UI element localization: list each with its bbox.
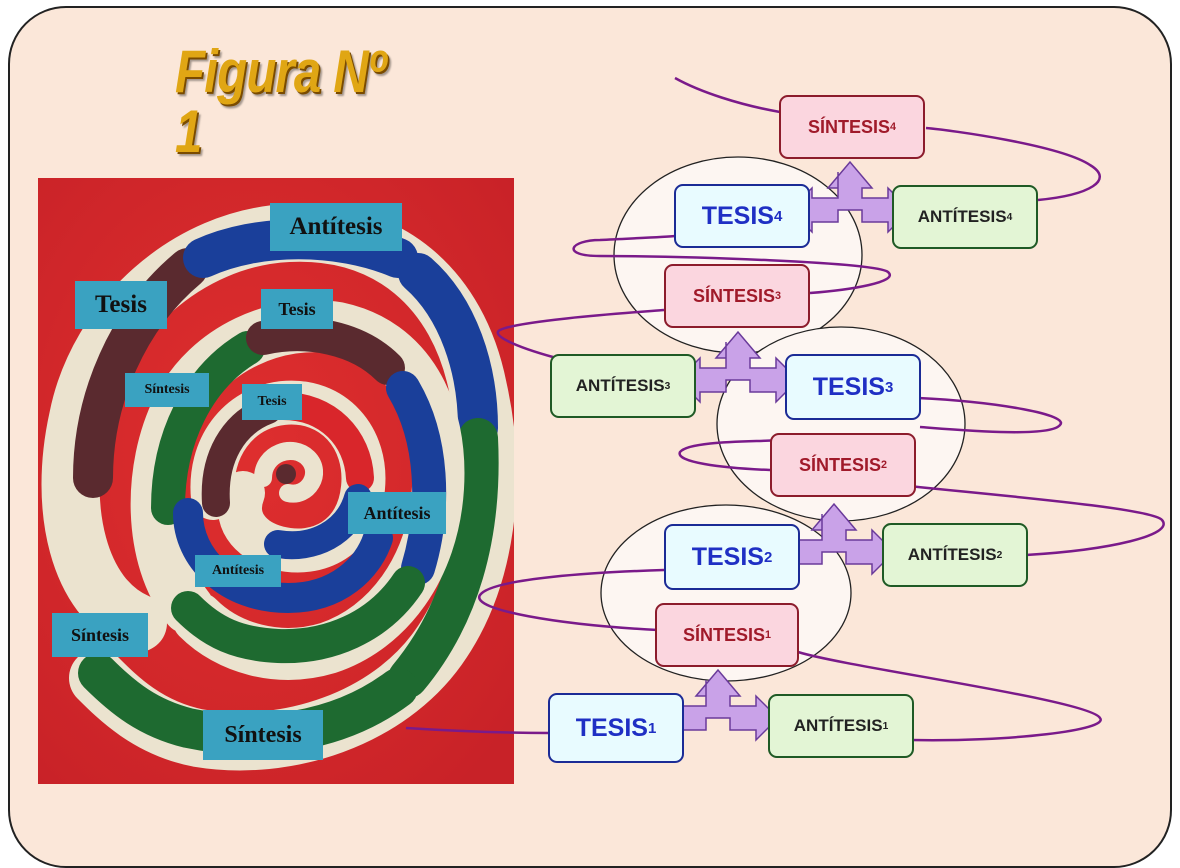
line-sint4-tail	[674, 76, 781, 114]
tesis-2-index: 2	[763, 548, 773, 566]
antitesis-1-index: 1	[882, 720, 889, 732]
tesis-2-label: TESIS	[691, 542, 764, 571]
photo-label-antitesis: Antítesis	[195, 555, 281, 587]
line-start	[405, 726, 553, 735]
tesis-3-index: 3	[884, 378, 894, 396]
sintesis-3-label: SÍNTESIS	[692, 285, 775, 306]
photo-label-antitesis: Antítesis	[348, 492, 446, 534]
photo-label-tesis: Tesis	[75, 281, 167, 329]
line-anti4-sint4	[925, 126, 1101, 202]
antitesis-4-index: 4	[1006, 211, 1013, 223]
photo-label-sintesis: Síntesis	[203, 710, 323, 760]
line-sint2-tesis3	[678, 438, 781, 472]
photo-label-sintesis: Síntesis	[125, 373, 209, 407]
photo-label-tesis: Tesis	[261, 289, 333, 329]
spiral-photo: Antítesis Tesis Tesis Síntesis Tesis Ant…	[38, 178, 514, 784]
spiral-photo-drawing	[38, 178, 514, 784]
figure-title: Figura Nº 1	[175, 38, 386, 165]
line-anti2-sint2	[861, 478, 1165, 557]
tesis-4-label: TESIS	[701, 201, 774, 230]
photo-label-tesis: Tesis	[242, 384, 302, 420]
line-sint1-tesis2	[478, 568, 665, 632]
tesis-3-label: TESIS	[812, 372, 885, 401]
sintesis-1-label: SÍNTESIS	[682, 624, 765, 645]
sintesis-2-label: SÍNTESIS	[798, 454, 881, 475]
line-anti1-sint1	[797, 650, 1102, 742]
antitesis-2-index: 2	[996, 549, 1003, 561]
antitesis-1-label: ANTÍTESIS	[793, 716, 883, 735]
tesis-1-label: TESIS	[575, 713, 648, 742]
sintesis-2-index: 2	[881, 459, 888, 471]
antitesis-3-label: ANTÍTESIS	[575, 376, 665, 395]
sintesis-4-label: SÍNTESIS	[807, 116, 890, 137]
antitesis-3-index: 3	[664, 380, 671, 392]
antitesis-2-label: ANTÍTESIS	[907, 545, 997, 564]
line-sint3-tesis4	[572, 234, 892, 295]
antitesis-4-label: ANTÍTESIS	[917, 207, 1007, 226]
tesis-4-index: 4	[773, 207, 783, 225]
line-tesis3-tail	[917, 396, 1063, 434]
tesis-1-index: 1	[647, 719, 657, 737]
photo-label-sintesis: Síntesis	[52, 613, 148, 657]
sintesis-3-index: 3	[775, 290, 782, 302]
photo-label-antitesis: Antítesis	[270, 203, 402, 251]
sintesis-1-index: 1	[765, 629, 772, 641]
sintesis-4-index: 4	[890, 121, 897, 133]
